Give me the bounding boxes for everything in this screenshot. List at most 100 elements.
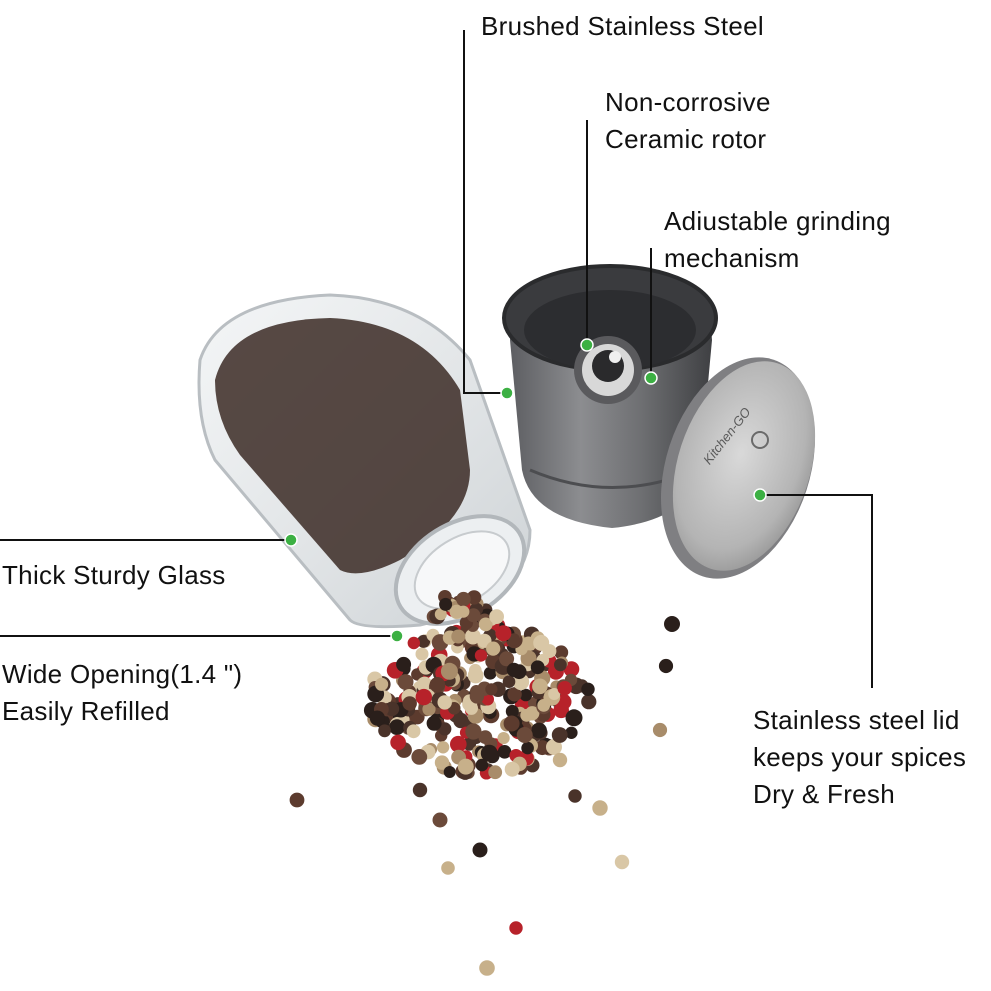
peppercorn — [505, 704, 519, 718]
peppercorn — [450, 735, 467, 753]
peppercorn — [480, 744, 498, 762]
peppercorn — [438, 722, 452, 736]
peppercorn — [440, 662, 458, 680]
callout-dot-glass — [284, 533, 298, 547]
callout-dot-grind — [644, 371, 658, 385]
peppercorn — [546, 739, 562, 755]
peppercorn — [652, 722, 668, 738]
peppercorn — [397, 674, 414, 690]
peppercorn — [481, 693, 494, 706]
peppercorn — [474, 649, 488, 662]
peppercorn — [472, 842, 488, 858]
peppercorn — [396, 656, 412, 672]
peppercorn — [422, 702, 436, 716]
peppercorn — [486, 641, 501, 656]
peppercorn — [457, 758, 474, 775]
peppercorn — [415, 688, 432, 706]
peppercorn — [479, 960, 495, 976]
peppercorn — [506, 662, 521, 678]
callout-text: Easily Refilled — [2, 696, 170, 726]
peppercorn — [402, 696, 417, 711]
peppercorn — [466, 608, 481, 623]
peppercorn — [434, 608, 447, 621]
peppercorn — [415, 647, 429, 661]
peppercorn — [416, 676, 433, 693]
peppercorn — [485, 683, 498, 696]
peppercorn — [614, 854, 630, 870]
callout-text: Brushed Stainless Steel — [481, 11, 764, 41]
peppercorn — [390, 734, 406, 751]
callout-text: Adiustable grinding — [664, 206, 891, 236]
callout-sturdy-glass: Thick Sturdy Glass — [2, 557, 226, 594]
peppercorn — [533, 634, 550, 651]
peppercorn — [507, 687, 522, 702]
callout-text: Dry & Fresh — [753, 779, 895, 809]
peppercorn — [557, 681, 572, 696]
peppercorn — [592, 800, 608, 816]
peppercorn — [537, 699, 551, 712]
peppercorn — [531, 722, 547, 739]
peppercorn — [417, 634, 431, 648]
callout-text: keeps your spices — [753, 742, 967, 772]
callout-line-lid — [760, 494, 873, 688]
callout-ceramic-rotor: Non-corrosive Ceramic rotor — [605, 84, 771, 158]
peppercorn — [497, 732, 510, 745]
peppercorn — [475, 758, 489, 772]
peppercorn — [451, 629, 466, 644]
callout-stainless-lid: Stainless steel lid keeps your spices Dr… — [753, 702, 966, 813]
glass-jar — [197, 293, 532, 629]
callout-dot-opening — [390, 629, 404, 643]
peppercorn — [497, 745, 512, 759]
callout-text: Stainless steel lid — [753, 705, 960, 735]
peppercorn — [548, 688, 561, 700]
callout-text: Non-corrosive — [605, 87, 771, 117]
peppercorn-pile — [289, 590, 680, 976]
peppercorn — [407, 636, 420, 650]
callout-text: Thick Sturdy Glass — [2, 560, 226, 590]
peppercorn — [519, 688, 533, 702]
peppercorn — [554, 658, 567, 672]
peppercorn — [389, 719, 405, 736]
callout-dots — [284, 338, 767, 643]
peppercorn — [565, 709, 583, 727]
peppercorn — [441, 861, 455, 875]
peppercorn — [664, 616, 680, 632]
peppercorn — [465, 723, 482, 740]
stainless-lid — [660, 357, 816, 579]
peppercorn — [443, 766, 456, 778]
callout-grinding-mechanism: Adiustable grinding mechanism — [664, 203, 891, 277]
peppercorn — [581, 694, 597, 710]
peppercorn — [532, 678, 548, 695]
peppercorn — [520, 708, 534, 722]
peppercorn — [552, 752, 568, 768]
peppercorn — [658, 658, 674, 674]
peppercorn — [521, 741, 534, 755]
peppercorn — [530, 660, 545, 675]
peppercorn — [551, 727, 568, 743]
peppercorn — [439, 597, 453, 611]
peppercorn — [436, 741, 450, 754]
peppercorn — [434, 755, 450, 770]
peppercorn — [456, 591, 471, 607]
peppercorn — [467, 667, 484, 684]
peppercorn — [565, 726, 578, 739]
callout-wide-opening: Wide Opening(1.4 ") Easily Refilled — [2, 656, 242, 730]
peppercorn — [581, 682, 595, 696]
peppercorn — [375, 677, 389, 691]
peppercorn — [504, 761, 520, 777]
peppercorn — [499, 651, 515, 667]
peppercorn — [378, 724, 391, 738]
peppercorn — [289, 792, 305, 808]
peppercorn — [483, 666, 497, 680]
peppercorn — [516, 727, 533, 743]
callout-dot-lid — [753, 488, 767, 502]
peppercorn — [489, 609, 504, 624]
callout-line-steel — [463, 30, 507, 394]
callout-text: Ceramic rotor — [605, 124, 767, 154]
peppercorn — [432, 812, 448, 828]
peppercorn — [464, 628, 481, 645]
peppercorn — [406, 724, 421, 739]
peppercorn — [507, 633, 520, 646]
peppercorn — [412, 782, 428, 798]
